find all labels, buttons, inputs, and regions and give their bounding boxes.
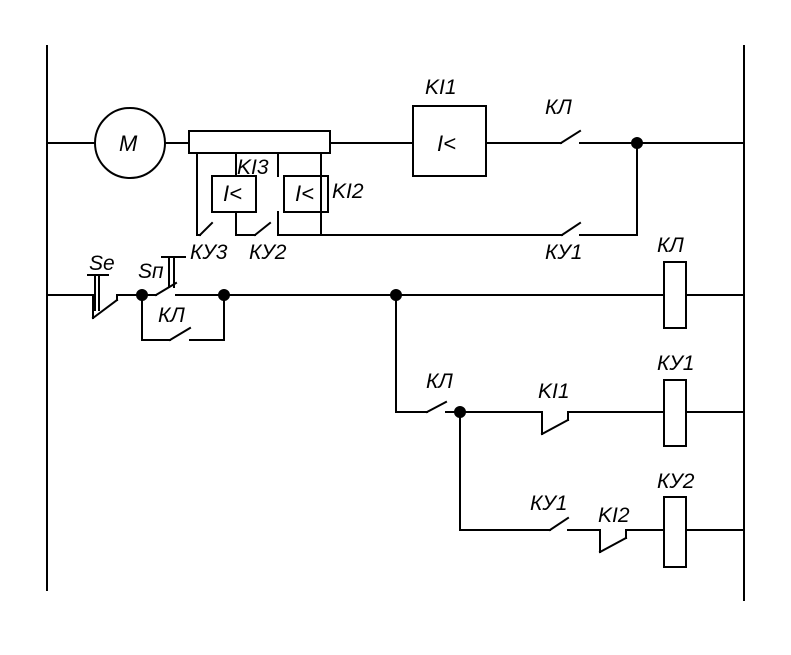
starting-resistor [188,130,331,154]
kl-main-contact [559,129,582,145]
ki1-nc-contact [540,411,570,436]
ki1-relay-symbol: I< [437,131,456,156]
acceleration-stages: I< KI3 I< KI2 КУ3 КУ2 КУ1 [190,142,638,264]
ki2-nc-contact-label: KI2 [598,504,630,527]
kl-main-contact-label: КЛ [545,96,572,119]
ki1-relay-label: KI1 [425,76,457,99]
start-button-sp [141,256,225,297]
ku1-low-contact [548,516,570,532]
ku2-contact [253,221,272,237]
kl-hold-contact [168,326,192,342]
ki3-relay-label: KI3 [237,156,269,179]
start-button-label: Sп [138,260,164,283]
kl-aux-contact [425,400,448,414]
ki3-relay-symbol: I< [223,181,242,206]
ku3-contact [198,221,214,237]
control-row-kl: Se Sп КЛ КЛ [46,234,745,342]
ku1-top-contact [560,221,582,237]
ki2-relay-symbol: I< [295,181,314,206]
ku2-coil-label: КУ2 [657,470,695,493]
ki2-nc-contact [598,529,628,554]
motor-label: M [119,131,138,156]
kl-hold-contact-label: КЛ [158,304,185,327]
ku1-coil [663,379,687,447]
ku1-coil-label: КУ1 [657,352,694,375]
power-circuit: M I< KI1 КЛ [46,76,745,179]
stop-button-se [87,274,119,320]
ku1-top-contact-label: КУ1 [545,241,582,264]
ku1-low-contact-label: КУ1 [530,492,567,515]
kl-coil-label: КЛ [657,234,684,257]
ku2-coil [663,496,687,568]
ki1-relay-block [412,105,487,177]
ku2-contact-label: КУ2 [249,241,287,264]
ku3-contact-label: КУ3 [190,241,228,264]
ki2-relay-label: KI2 [332,180,364,203]
kl-aux-contact-label: КЛ [426,370,453,393]
control-row-ku2: КУ1 KI2 КУ2 [459,411,745,568]
ki1-nc-contact-label: KI1 [538,380,570,403]
stop-button-label: Se [89,252,115,275]
kl-coil [663,261,687,329]
ki3-relay-block [211,175,257,213]
ki2-relay-block [283,175,329,213]
control-row-ku1: КЛ KI1 КУ1 [395,294,745,447]
